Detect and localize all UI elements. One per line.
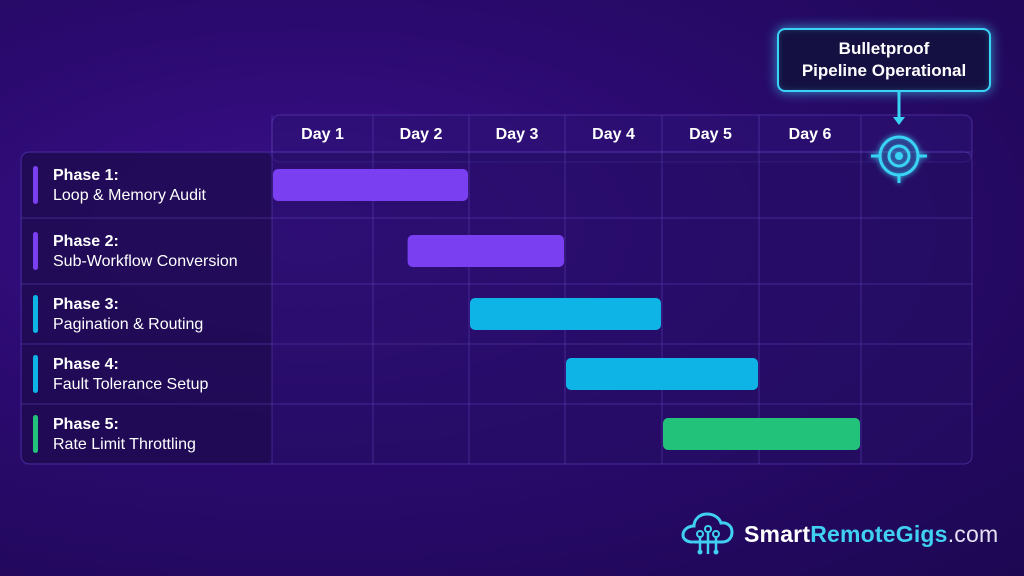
phase-number-label: Phase 4: xyxy=(53,356,119,373)
day-header-label: Day 2 xyxy=(400,126,443,143)
gantt-bar xyxy=(566,358,758,390)
day-header-label: Day 3 xyxy=(496,126,539,143)
phase-accent-bar xyxy=(33,232,38,270)
target-inner-ring xyxy=(887,144,911,168)
phase-name-label: Pagination & Routing xyxy=(53,316,203,333)
milestone-line1: Bulletproof xyxy=(838,39,930,58)
gantt-bar xyxy=(407,235,564,267)
milestone-callout: Bulletproof Pipeline Operational xyxy=(777,28,991,92)
gantt-bar xyxy=(273,169,468,201)
milestone-line2: Pipeline Operational xyxy=(801,61,967,80)
phase-number-label: Phase 1: xyxy=(53,167,119,184)
brand-name: SmartRemoteGigs.com xyxy=(744,521,998,548)
target-icon xyxy=(871,135,927,183)
day-header-label: Day 1 xyxy=(301,126,344,143)
phase-name-label: Sub-Workflow Conversion xyxy=(53,253,238,270)
phase-accent-bar xyxy=(33,355,38,393)
phase-name-label: Loop & Memory Audit xyxy=(53,187,207,204)
brand-part3: .com xyxy=(947,520,999,547)
brand-logo: SmartRemoteGigs.com xyxy=(680,512,998,556)
day-header-label: Day 5 xyxy=(689,126,732,143)
phase-number-label: Phase 3: xyxy=(53,296,119,313)
label-column xyxy=(22,153,272,463)
phase-accent-bar xyxy=(33,415,38,453)
cloud-circuit-icon xyxy=(681,512,734,555)
brand-part1: Smart xyxy=(744,520,811,547)
phase-number-label: Phase 5: xyxy=(53,416,119,433)
phase-name-label: Rate Limit Throttling xyxy=(53,436,196,453)
target-center-dot xyxy=(895,152,903,160)
brand-part2: RemoteGigs xyxy=(810,520,948,547)
day-header-label: Day 4 xyxy=(592,126,635,143)
day-header-label: Day 6 xyxy=(789,126,832,143)
phase-accent-bar xyxy=(33,295,38,333)
phase-number-label: Phase 2: xyxy=(53,233,119,250)
gantt-bar xyxy=(470,298,661,330)
phase-accent-bar xyxy=(33,166,38,204)
milestone-arrowhead xyxy=(893,117,905,125)
gantt-bar xyxy=(663,418,860,450)
phase-name-label: Fault Tolerance Setup xyxy=(53,376,208,393)
